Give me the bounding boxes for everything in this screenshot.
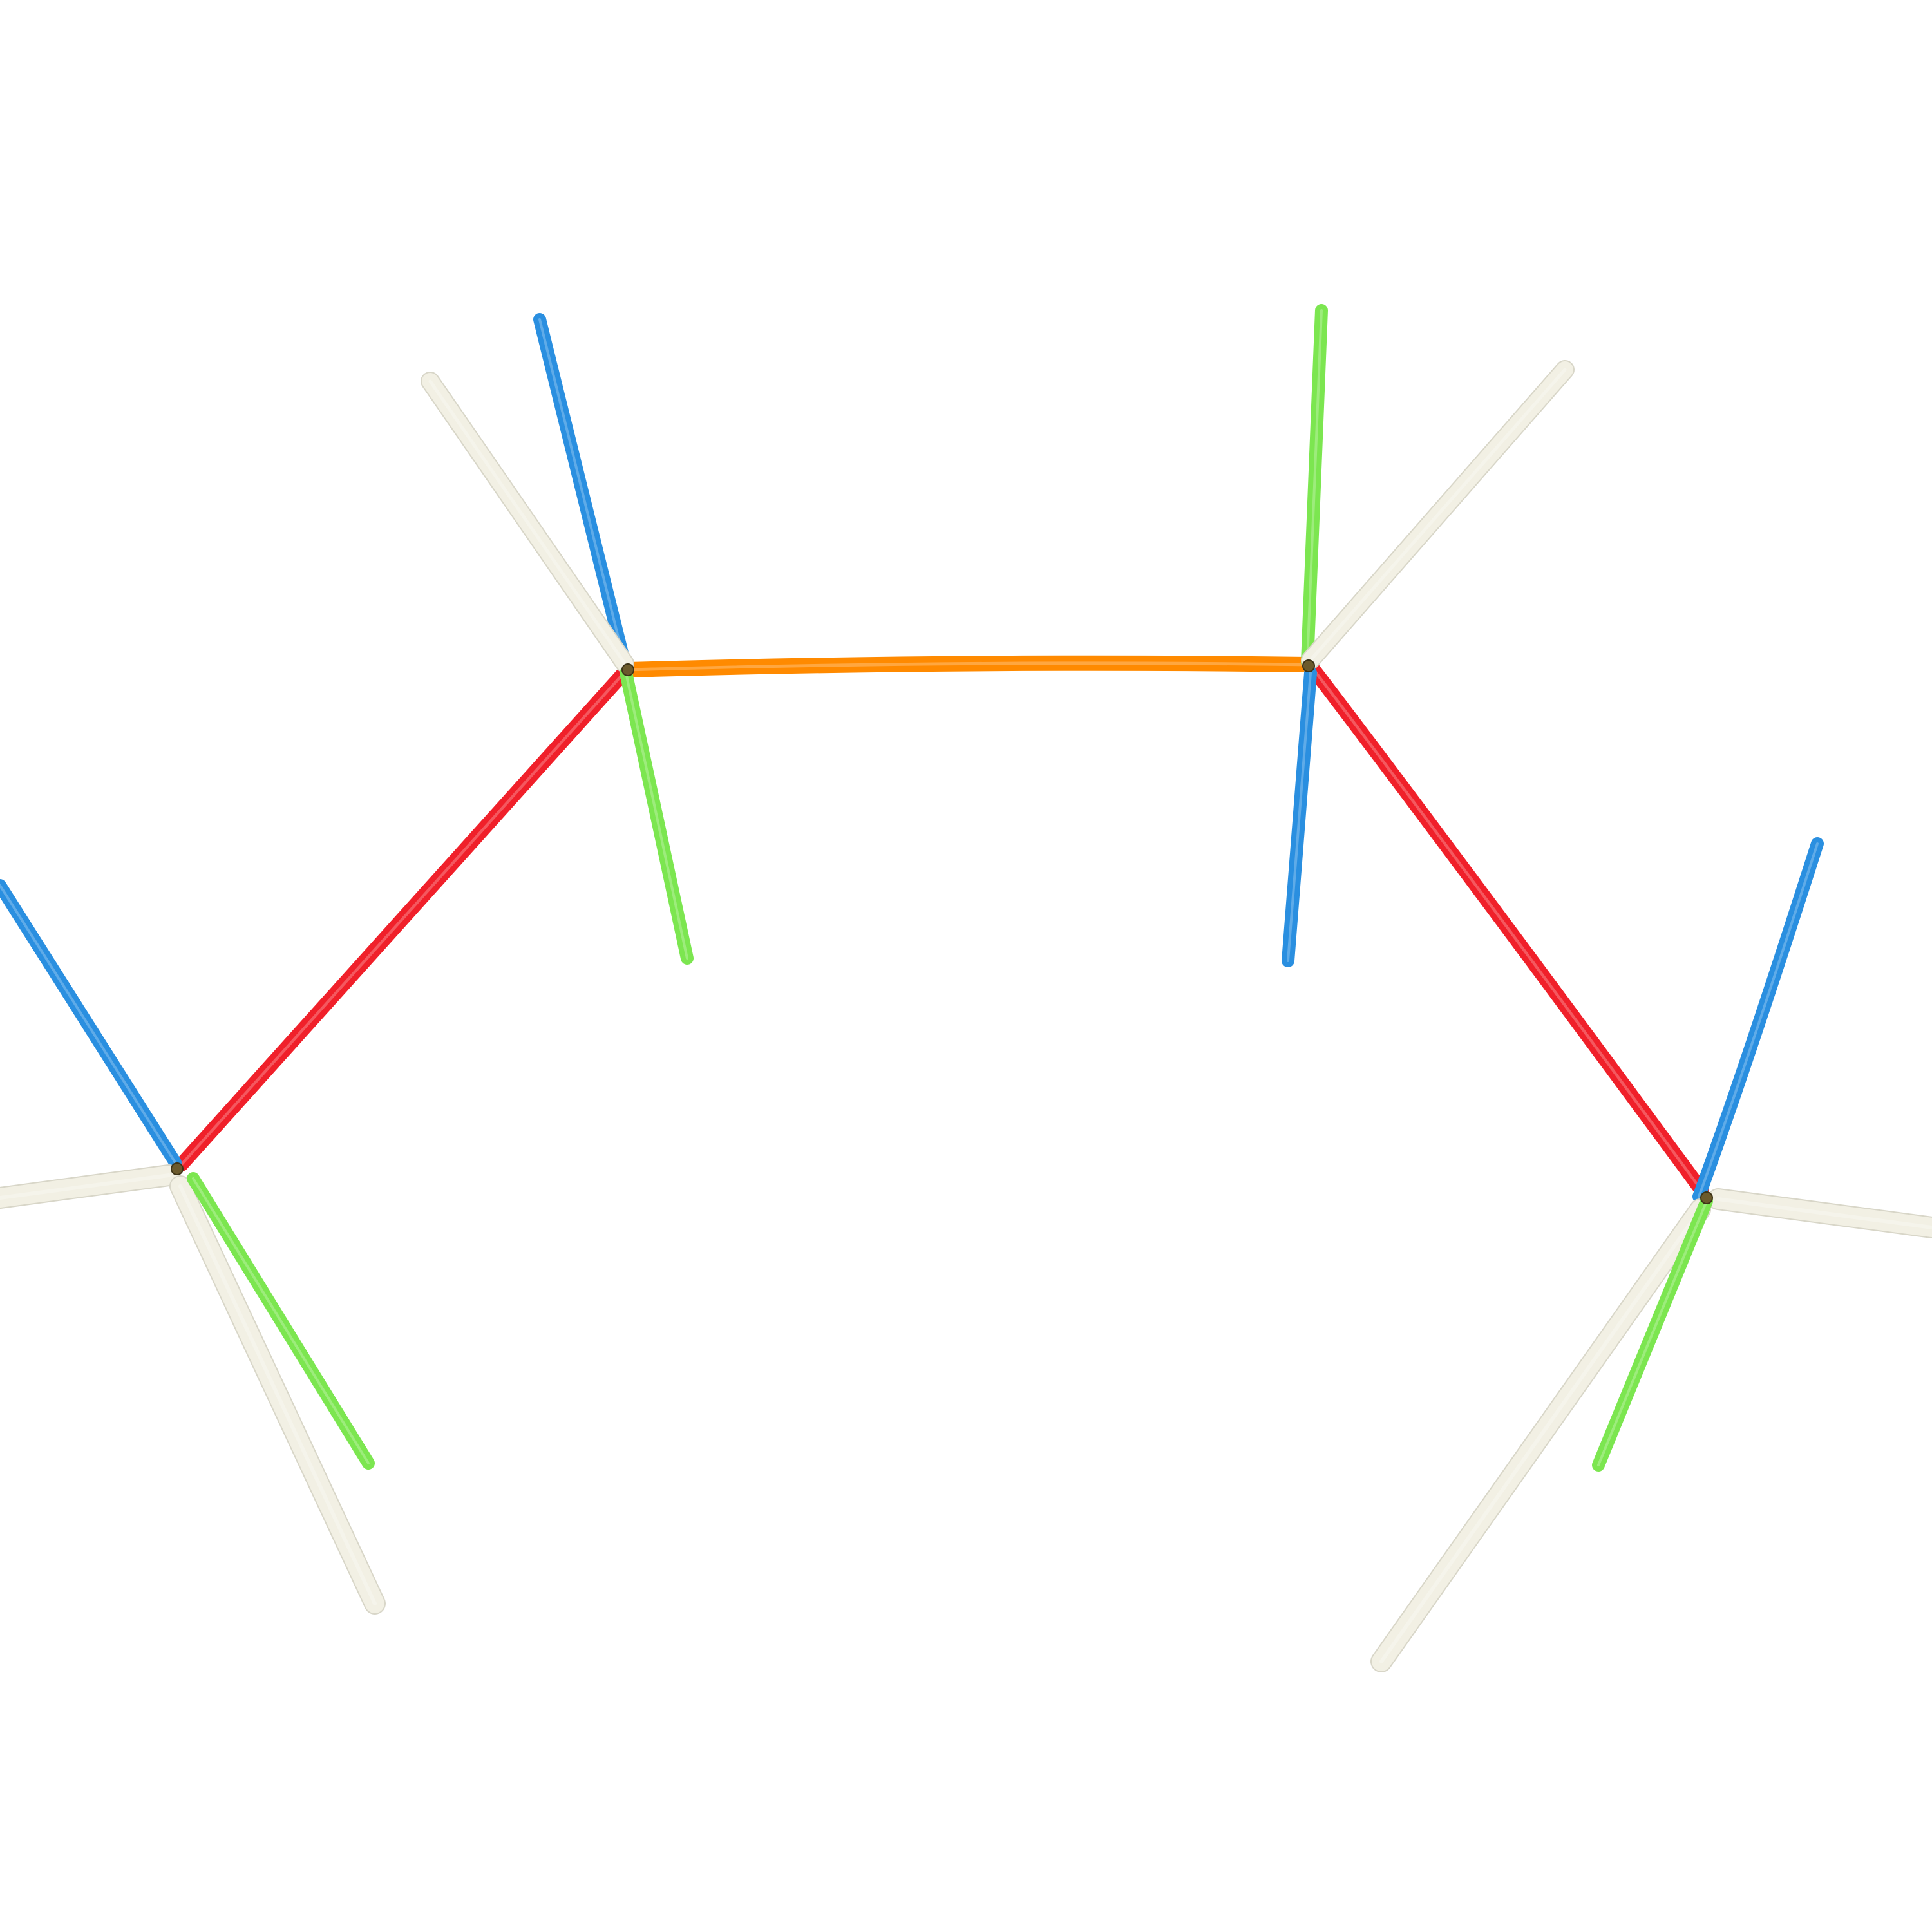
straw-blue-bl [0, 879, 182, 1169]
straw-orange-top-body [620, 655, 1315, 677]
straw-red-left [175, 668, 629, 1171]
straw-green-up-tr [1301, 304, 1328, 668]
straw-blue-up-tl-body [533, 313, 632, 675]
straw-green-up-tr-body [1301, 304, 1328, 668]
straw-green-down-bl-body [187, 1172, 375, 1470]
straw-white-left-bl-body [0, 1166, 178, 1208]
straw-green-down-bl [187, 1172, 375, 1470]
straw-red-right [1307, 663, 1709, 1197]
straw-white-down-br [1370, 1198, 1711, 1672]
straw-white-left-bl [0, 1164, 180, 1209]
straw-white-up-tl-body [422, 373, 633, 672]
joint-bottom-left [171, 1162, 184, 1175]
straw-green-down-br-body [1592, 1195, 1713, 1472]
joint-bottom-right [1700, 1191, 1713, 1204]
straw-white-up-tl [421, 372, 634, 673]
straw-white-down-bl-body [171, 1177, 384, 1613]
straw-white-right-br [1707, 1188, 1932, 1238]
straw-green-down-tl [620, 667, 694, 965]
straw-blue-br-body [1692, 837, 1824, 1203]
straw-blue-down-tr [1282, 667, 1317, 967]
straw-green-down-br [1592, 1195, 1713, 1472]
joint-top-left [621, 663, 634, 676]
straw-white-up-tr-body [1302, 361, 1573, 668]
straw-blue-bl-body [0, 879, 182, 1169]
straw-white-up-tr [1301, 360, 1575, 670]
straw-blue-down-tr-body [1282, 667, 1317, 967]
straw-red-left-body [175, 668, 629, 1171]
straw-green-down-tl-body [620, 667, 694, 965]
straw-blue-br [1692, 837, 1824, 1203]
straw-white-down-br-body [1372, 1200, 1710, 1671]
joint-layer [171, 659, 1713, 1204]
straw-orange-top [620, 655, 1315, 677]
straw-white-right-br-body [1709, 1189, 1932, 1237]
straw-white-down-bl [169, 1175, 386, 1615]
straw-red-right-body [1307, 663, 1709, 1197]
straw-layer [0, 304, 1932, 1672]
straw-blue-up-tl [533, 313, 632, 675]
joint-top-right [1302, 659, 1315, 672]
